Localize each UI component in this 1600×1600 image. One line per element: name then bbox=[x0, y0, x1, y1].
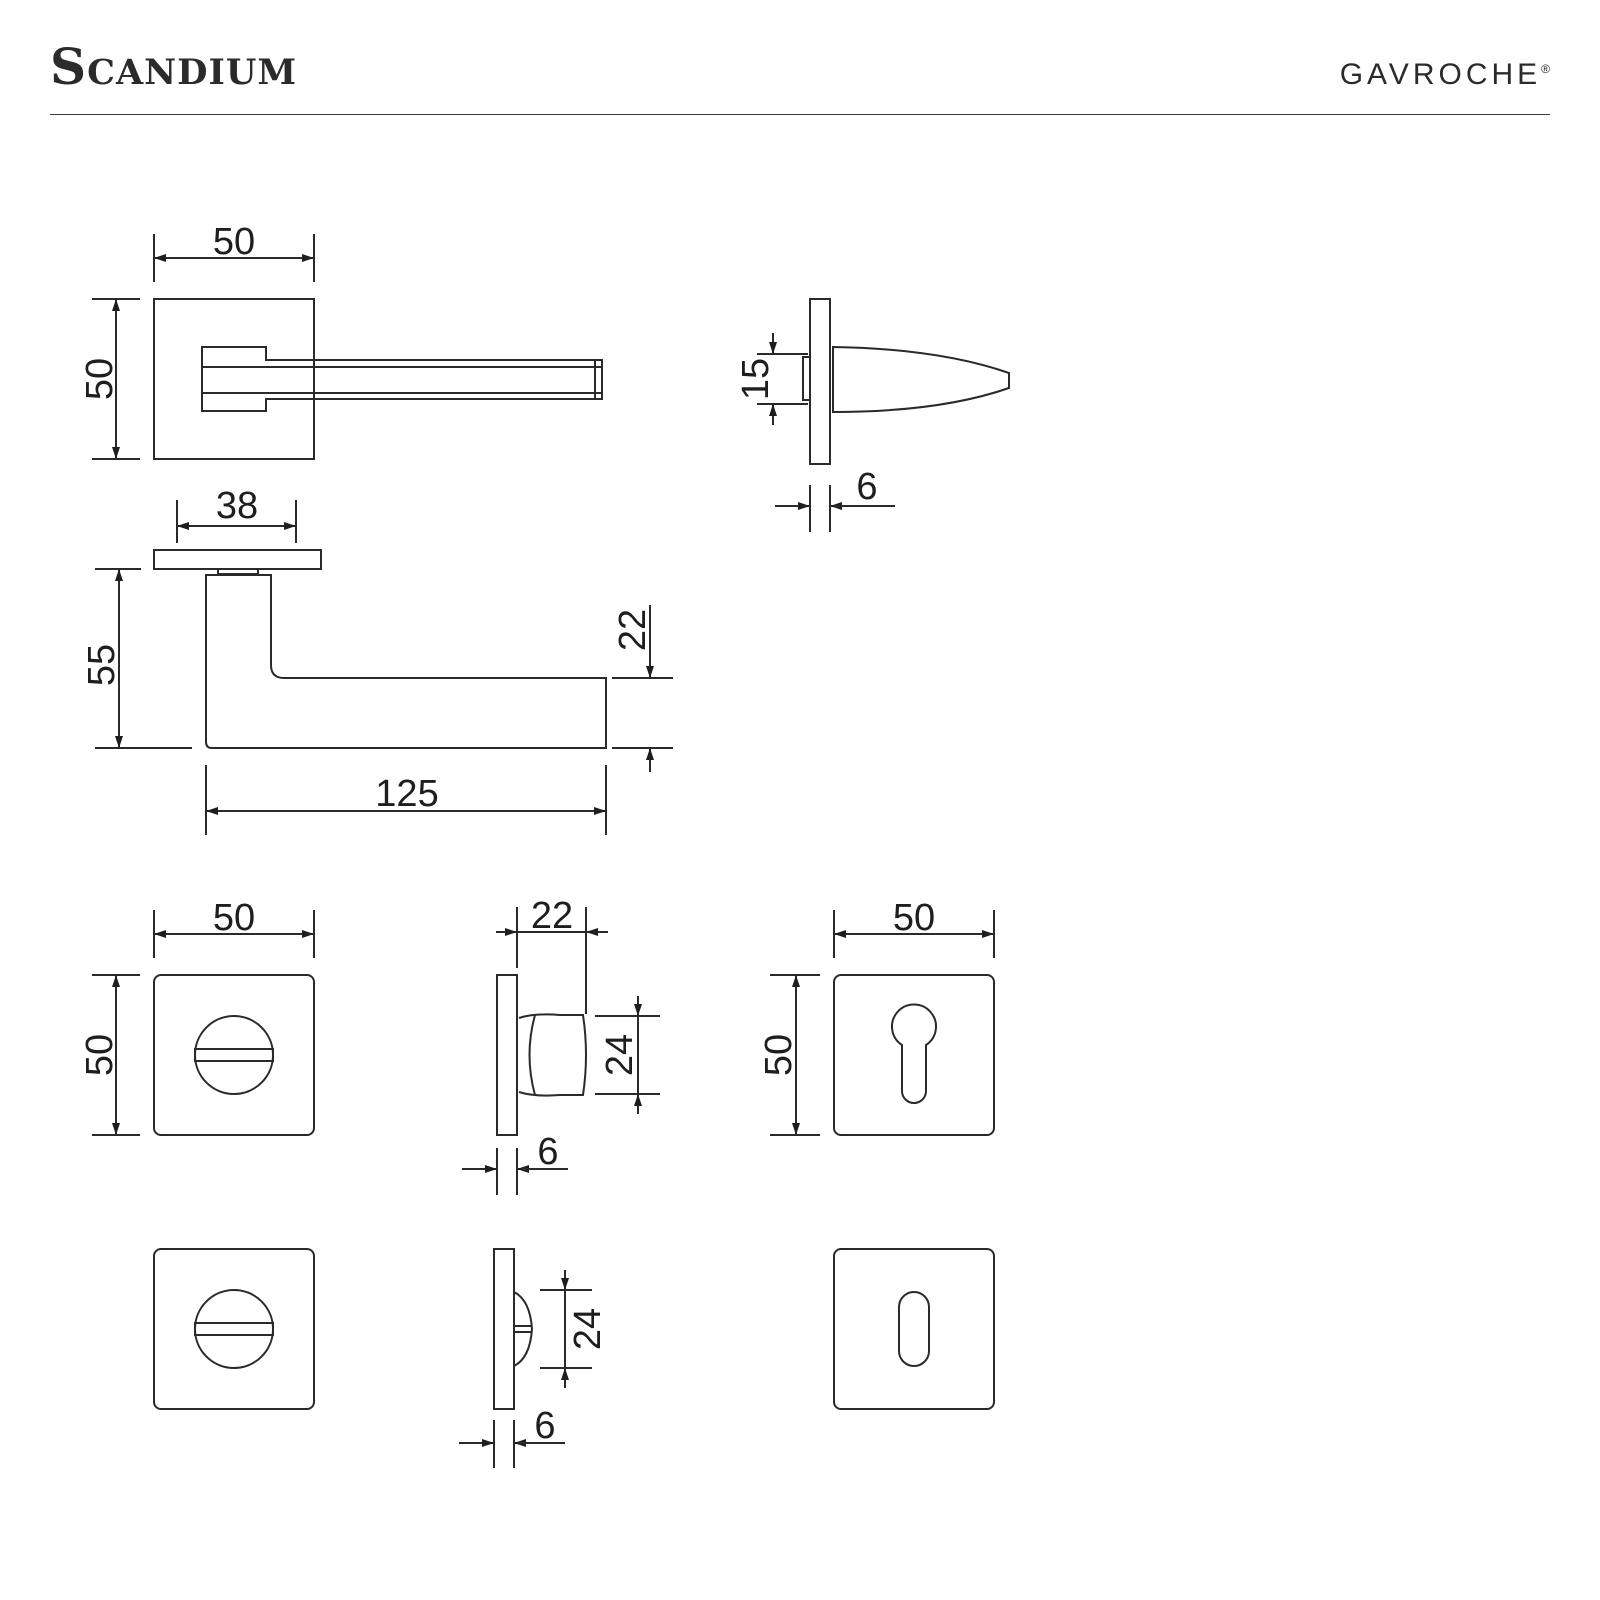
turn-side-plate bbox=[496, 974, 518, 1136]
lever-top-view bbox=[153, 298, 603, 460]
release-rose-square bbox=[153, 1248, 315, 1410]
wc-release-side bbox=[493, 1248, 534, 1410]
euro-cylinder-cutout bbox=[891, 1003, 937, 1104]
key-rose-square bbox=[833, 1248, 995, 1410]
label-lever-rose-height: 50 bbox=[79, 358, 121, 400]
label-escutcheon-height: 50 bbox=[758, 1034, 800, 1076]
side-rose-plate bbox=[809, 298, 831, 465]
label-release-diameter: 24 bbox=[567, 1308, 609, 1350]
wc-turn-knob bbox=[194, 1015, 274, 1095]
header: Scandium GAVROCHE® bbox=[50, 38, 1550, 118]
label-rose-depth: 15 bbox=[735, 358, 777, 400]
lever-side-view bbox=[802, 298, 1010, 465]
label-lever-thickness: 22 bbox=[612, 609, 654, 651]
dim-escutcheon-width bbox=[833, 910, 995, 958]
dim-turn-projection bbox=[496, 907, 608, 1014]
side-spindle-collar bbox=[802, 356, 811, 401]
side-lever-profile bbox=[832, 345, 1010, 414]
turn-side-knob bbox=[518, 1013, 587, 1097]
dim-lever-length bbox=[205, 765, 607, 835]
product-title: Scandium bbox=[50, 37, 298, 96]
front-rose-plate bbox=[153, 549, 322, 570]
dim-turn-diameter bbox=[595, 996, 660, 1114]
dim-rose-depth bbox=[757, 333, 808, 425]
lever-front-view bbox=[153, 549, 607, 749]
header-divider bbox=[50, 114, 1550, 115]
label-wc-rose-width: 50 bbox=[213, 897, 255, 939]
label-lever-height: 55 bbox=[81, 644, 123, 686]
dim-lever-thickness bbox=[612, 605, 673, 772]
dim-release-diameter bbox=[540, 1270, 592, 1388]
key-slot-cutout bbox=[898, 1291, 930, 1367]
front-lever-body bbox=[205, 574, 607, 749]
dim-wc-rose-width bbox=[153, 910, 315, 958]
label-rose-thickness: 6 bbox=[856, 466, 877, 508]
label-lever-base-width: 38 bbox=[216, 485, 258, 527]
dim-turn-rose-thickness bbox=[462, 1148, 568, 1195]
release-disc bbox=[194, 1289, 274, 1369]
label-lever-rose-width: 50 bbox=[213, 221, 255, 263]
registered-mark: ® bbox=[1541, 62, 1550, 76]
wc-turn-side bbox=[496, 974, 587, 1136]
dim-rose-thickness bbox=[775, 485, 895, 532]
brand-name: GAVROCHE bbox=[1339, 58, 1542, 91]
wc-rose-square bbox=[153, 974, 315, 1136]
dim-lever-rose-width bbox=[153, 234, 315, 282]
dim-wc-rose-height bbox=[92, 974, 140, 1136]
label-escutcheon-width: 50 bbox=[893, 897, 935, 939]
release-slot bbox=[194, 1322, 274, 1336]
wc-turn-rose bbox=[153, 974, 315, 1136]
label-turn-projection: 22 bbox=[531, 895, 573, 937]
label-turn-diameter: 24 bbox=[599, 1034, 641, 1076]
dim-lever-rose-height bbox=[92, 298, 140, 460]
dim-escutcheon-height bbox=[770, 974, 820, 1136]
label-turn-rose-thickness: 6 bbox=[537, 1131, 558, 1173]
label-release-rose-thickness: 6 bbox=[534, 1405, 555, 1447]
wc-release-rose bbox=[153, 1248, 315, 1410]
brand-logo: GAVROCHE® bbox=[1340, 60, 1550, 90]
label-lever-length: 125 bbox=[375, 773, 438, 815]
release-side-disc bbox=[513, 1291, 534, 1367]
dim-release-rose-thickness bbox=[459, 1420, 565, 1468]
euro-escutcheon bbox=[833, 974, 995, 1136]
dim-lever-height bbox=[95, 568, 192, 749]
euro-rose-square bbox=[833, 974, 995, 1136]
key-escutcheon bbox=[833, 1248, 995, 1410]
lever-rose-square bbox=[153, 298, 315, 460]
release-side-plate bbox=[493, 1248, 515, 1410]
lever-handle-top bbox=[201, 346, 603, 412]
dim-lever-base-width bbox=[176, 500, 297, 543]
wc-turn-slot bbox=[194, 1048, 274, 1062]
label-wc-rose-height: 50 bbox=[79, 1034, 121, 1076]
front-neck bbox=[217, 568, 259, 575]
